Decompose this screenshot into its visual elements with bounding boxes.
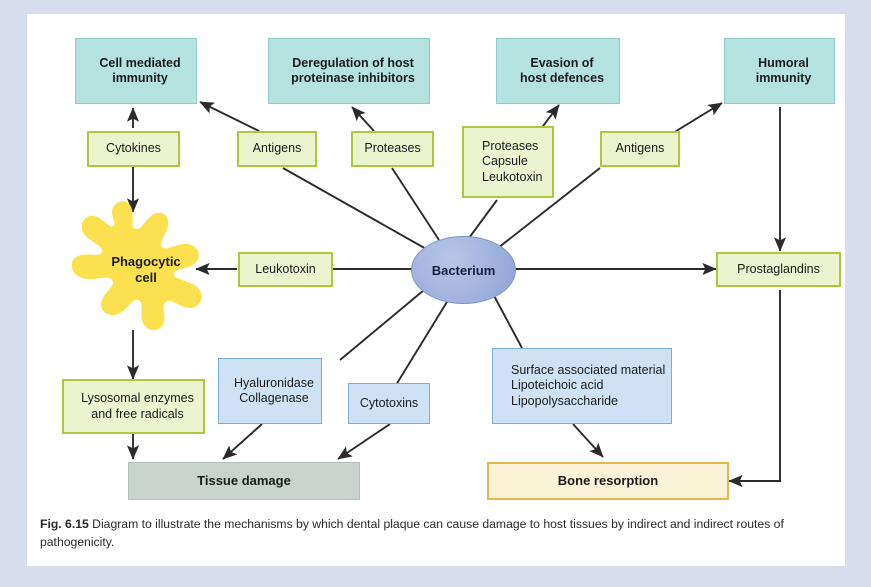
node-cell-mediated-immunity[interactable]: Cell mediated immunity bbox=[75, 38, 197, 104]
line-2: immunity bbox=[755, 71, 812, 85]
node-lysosomal-enzymes-and-free-radicals[interactable]: Lysosomal enzymes and free radicals bbox=[62, 379, 205, 434]
node-cell-mediated-immunity-label: Cell mediated immunity bbox=[76, 56, 196, 87]
node-bacterium-label: Bacterium bbox=[431, 262, 496, 278]
figure-caption-text: Diagram to illustrate the mechanisms by … bbox=[40, 517, 784, 549]
node-deregulation-of-host-proteinase-inhibitors[interactable]: Deregulation of host proteinase inhibito… bbox=[268, 38, 430, 104]
arrow-antigens-left-to-cmi bbox=[199, 101, 260, 132]
caption-divider bbox=[27, 508, 845, 509]
arrow-prostaglandins-to-bone-resorption bbox=[728, 290, 781, 488]
node-tissue-damage[interactable]: Tissue damage bbox=[128, 462, 360, 500]
node-proteases-capsule-leukotoxin[interactable]: Proteases Capsule Leukotoxin bbox=[462, 126, 554, 198]
line-1: Phagocytic bbox=[111, 253, 181, 269]
node-evasion-of-host-defences[interactable]: Evasion of host defences bbox=[496, 38, 620, 104]
node-cytotoxins[interactable]: Cytotoxins bbox=[348, 383, 430, 424]
line-1: Hyaluronidase bbox=[234, 375, 314, 390]
arrow-hyaluronidase-to-tissue-damage bbox=[222, 423, 263, 460]
line-1: Lysosomal enzymes bbox=[81, 391, 194, 406]
line-2: and free radicals bbox=[91, 406, 184, 421]
line-3: Leukotoxin bbox=[482, 169, 543, 184]
node-phagocytic-cell[interactable]: Phagocytic cell bbox=[85, 248, 207, 292]
arrow-cytotoxins-to-tissue-damage bbox=[337, 423, 391, 460]
line-1: Proteases bbox=[482, 139, 539, 154]
node-proteases[interactable]: Proteases bbox=[351, 131, 434, 167]
node-leukotoxin-label: Leukotoxin bbox=[255, 261, 316, 276]
line-2: cell bbox=[135, 270, 157, 285]
node-leukotoxin[interactable]: Leukotoxin bbox=[238, 252, 333, 287]
node-antigens-right[interactable]: Antigens bbox=[600, 131, 680, 167]
node-humoral-immunity-label: Humoral immunity bbox=[725, 56, 834, 87]
node-proteases-label: Proteases bbox=[364, 141, 421, 156]
line-bacterium-to-antigens-left bbox=[282, 167, 429, 251]
node-pcl-label: Proteases Capsule Leukotoxin bbox=[464, 139, 552, 185]
line-2: Capsule bbox=[482, 154, 528, 169]
node-surface-associated-material[interactable]: Surface associated material Lipoteichoic… bbox=[492, 348, 672, 424]
node-bone-resorption[interactable]: Bone resorption bbox=[487, 462, 729, 500]
line-1: Surface associated material bbox=[511, 363, 666, 378]
line-2: immunity bbox=[112, 71, 168, 85]
arrow-antigens-right-to-humoral bbox=[672, 102, 723, 134]
line-2: Collagenase bbox=[239, 391, 309, 405]
line-bacterium-to-surface-material bbox=[491, 291, 523, 349]
node-humoral-immunity[interactable]: Humoral immunity bbox=[724, 38, 835, 104]
line-1: Humoral bbox=[758, 55, 809, 70]
node-cytotoxins-label: Cytotoxins bbox=[359, 395, 419, 410]
node-prostaglandins-label: Prostaglandins bbox=[737, 261, 820, 276]
figure-caption: Fig. 6.15 Diagram to illustrate the mech… bbox=[40, 516, 830, 551]
phagocytic-cell-shape bbox=[71, 201, 202, 331]
line-bacterium-to-pcl bbox=[468, 199, 498, 239]
node-bacterium[interactable]: Bacterium bbox=[411, 236, 516, 304]
node-phagocytic-cell-label: Phagocytic cell bbox=[111, 254, 180, 287]
node-antigens-left[interactable]: Antigens bbox=[237, 131, 317, 167]
line-bacterium-to-cytotoxins bbox=[395, 296, 451, 386]
node-deregulation-label: Deregulation of host proteinase inhibito… bbox=[269, 56, 429, 87]
arrow-proteases-to-deregulation bbox=[351, 106, 375, 132]
node-surface-material-label: Surface associated material Lipoteichoic… bbox=[493, 363, 671, 409]
line-1: Evasion of bbox=[530, 55, 594, 70]
node-bone-resorption-label: Bone resorption bbox=[557, 473, 659, 489]
line-1: Deregulation of host bbox=[292, 55, 414, 70]
line-bacterium-to-proteases bbox=[391, 167, 440, 241]
node-antigens-right-label: Antigens bbox=[615, 141, 665, 156]
node-hyaluronidase-label: Hyaluronidase Collagenase bbox=[219, 376, 321, 407]
arrow-surface-material-to-bone-resorption bbox=[572, 423, 604, 458]
node-cytokines-label: Cytokines bbox=[106, 141, 161, 156]
node-lysosomal-label: Lysosomal enzymes and free radicals bbox=[64, 391, 203, 422]
figure-number: Fig. 6.15 bbox=[40, 517, 89, 531]
node-hyaluronidase-collagenase[interactable]: Hyaluronidase Collagenase bbox=[218, 358, 322, 424]
line-2: proteinase inhibitors bbox=[291, 71, 415, 85]
line-bacterium-to-hyaluronidase bbox=[339, 284, 431, 361]
node-evasion-label: Evasion of host defences bbox=[497, 56, 619, 87]
node-cytokines[interactable]: Cytokines bbox=[87, 131, 180, 167]
node-prostaglandins[interactable]: Prostaglandins bbox=[716, 252, 841, 287]
line-2: host defences bbox=[519, 71, 605, 85]
node-antigens-left-label: Antigens bbox=[252, 141, 302, 156]
line-3: Lipopolysaccharide bbox=[511, 393, 619, 408]
line-2: Lipoteichoic acid bbox=[511, 378, 604, 393]
line-1: Cell mediated bbox=[99, 55, 181, 70]
node-tissue-damage-label: Tissue damage bbox=[197, 473, 291, 489]
